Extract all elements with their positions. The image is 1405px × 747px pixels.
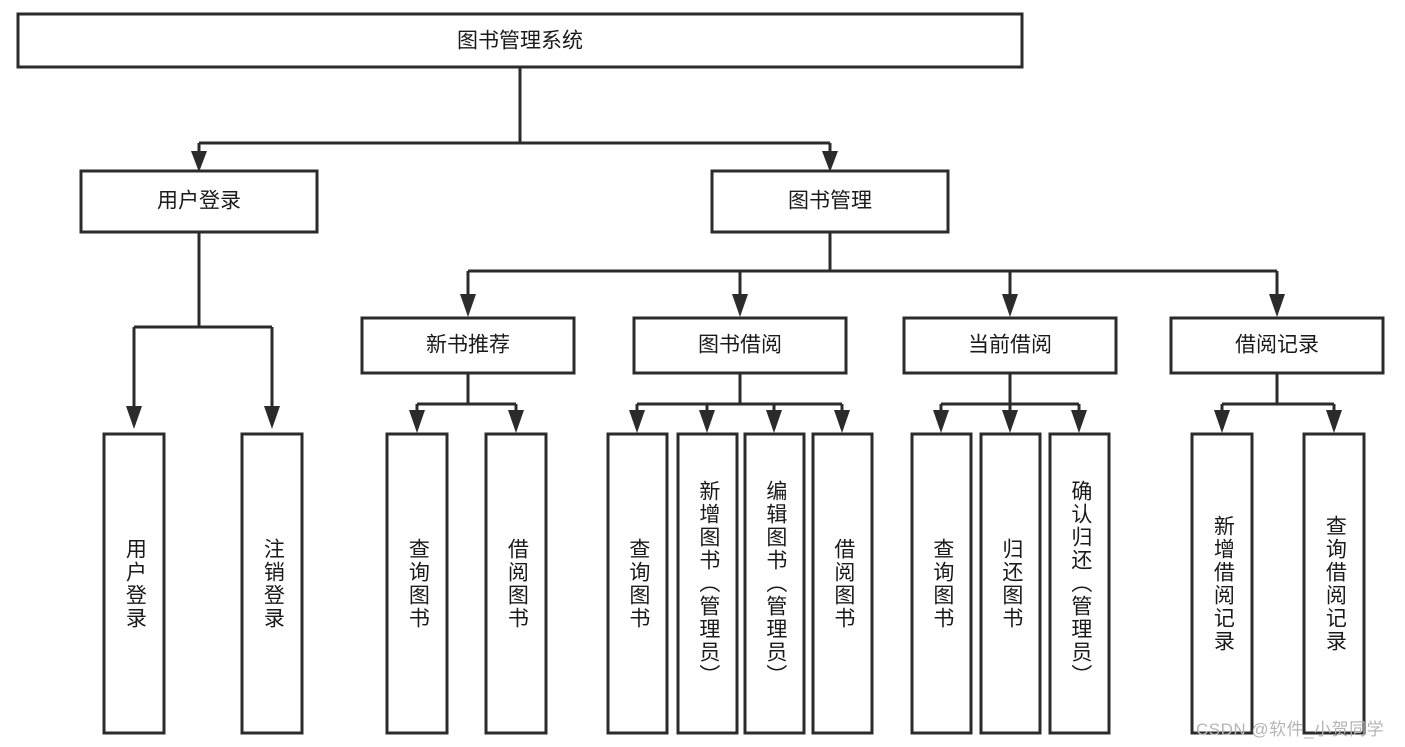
node-leaf-add-book-box[interactable] xyxy=(676,432,739,735)
connectors-group xyxy=(126,67,1342,433)
node-borrow-record-box[interactable] xyxy=(1169,316,1385,375)
arrow-leaf-add-book xyxy=(699,410,715,433)
node-borrow-record-label: 借阅记录 xyxy=(1235,334,1319,357)
arrow-leaf-borrow-book-2 xyxy=(834,410,850,433)
arrow-to-user-login xyxy=(191,151,207,172)
arrow-leaf-query-book-3 xyxy=(933,410,949,433)
node-current-borrow-box[interactable] xyxy=(902,316,1118,375)
arrow-to-book-borrow xyxy=(732,294,748,317)
arrow-leaf-return-book xyxy=(1002,410,1018,433)
nodes-group: 图书管理系统 用户登录 图书管理 新书推荐 图书借阅 当前借阅 借阅记录 xyxy=(16,12,1385,735)
node-leaf-edit-book-box[interactable] xyxy=(743,432,806,735)
node-book-manage-label: 图书管理 xyxy=(788,190,872,213)
arrow-leaf-query-book-2 xyxy=(629,410,645,433)
node-book-borrow-box[interactable] xyxy=(632,316,848,375)
node-user-login-box[interactable] xyxy=(79,169,319,234)
node-leaf-query-book-2-box[interactable] xyxy=(606,432,669,735)
node-leaf-return-book-box[interactable] xyxy=(979,432,1042,735)
node-leaf-borrow-book-2-box[interactable] xyxy=(811,432,874,735)
node-leaf-query-record-box[interactable] xyxy=(1302,432,1366,735)
arrow-to-borrow-record xyxy=(1269,294,1285,317)
node-leaf-query-book-3-box[interactable] xyxy=(910,432,973,735)
arrow-to-current-borrow xyxy=(1002,294,1018,317)
arrow-to-new-book-rec xyxy=(460,294,476,317)
arrow-leaf-query-book-1 xyxy=(409,410,425,433)
node-leaf-query-book-1-box[interactable] xyxy=(385,432,449,735)
node-leaf-borrow-book-1-box[interactable] xyxy=(484,432,548,735)
node-book-borrow-label: 图书借阅 xyxy=(698,334,782,357)
node-leaf-user-login-box[interactable] xyxy=(102,432,166,735)
node-book-manage-box[interactable] xyxy=(710,169,950,234)
node-user-login-label: 用户登录 xyxy=(157,190,241,213)
node-current-borrow-label: 当前借阅 xyxy=(968,334,1052,357)
node-new-book-rec-box[interactable] xyxy=(360,316,576,375)
arrow-leaf-logout-login xyxy=(264,406,280,429)
arrow-to-book-manage xyxy=(822,151,838,172)
arrow-leaf-query-record xyxy=(1326,410,1342,433)
node-leaf-add-record-box[interactable] xyxy=(1190,432,1254,735)
arrow-leaf-edit-book xyxy=(766,410,782,433)
arrow-leaf-borrow-book-1 xyxy=(508,410,524,433)
arrow-leaf-confirm-return xyxy=(1071,410,1087,433)
arrow-leaf-add-record xyxy=(1214,410,1230,433)
node-leaf-logout-login-box[interactable] xyxy=(240,432,304,735)
node-leaf-confirm-return-box[interactable] xyxy=(1048,432,1111,735)
csdn-watermark: CSDN @软件_小贺同学 xyxy=(1196,720,1385,739)
arrow-leaf-user-login xyxy=(126,406,142,429)
node-new-book-rec-label: 新书推荐 xyxy=(426,334,510,357)
node-root-label: 图书管理系统 xyxy=(457,30,583,53)
node-root-box[interactable] xyxy=(16,12,1024,69)
